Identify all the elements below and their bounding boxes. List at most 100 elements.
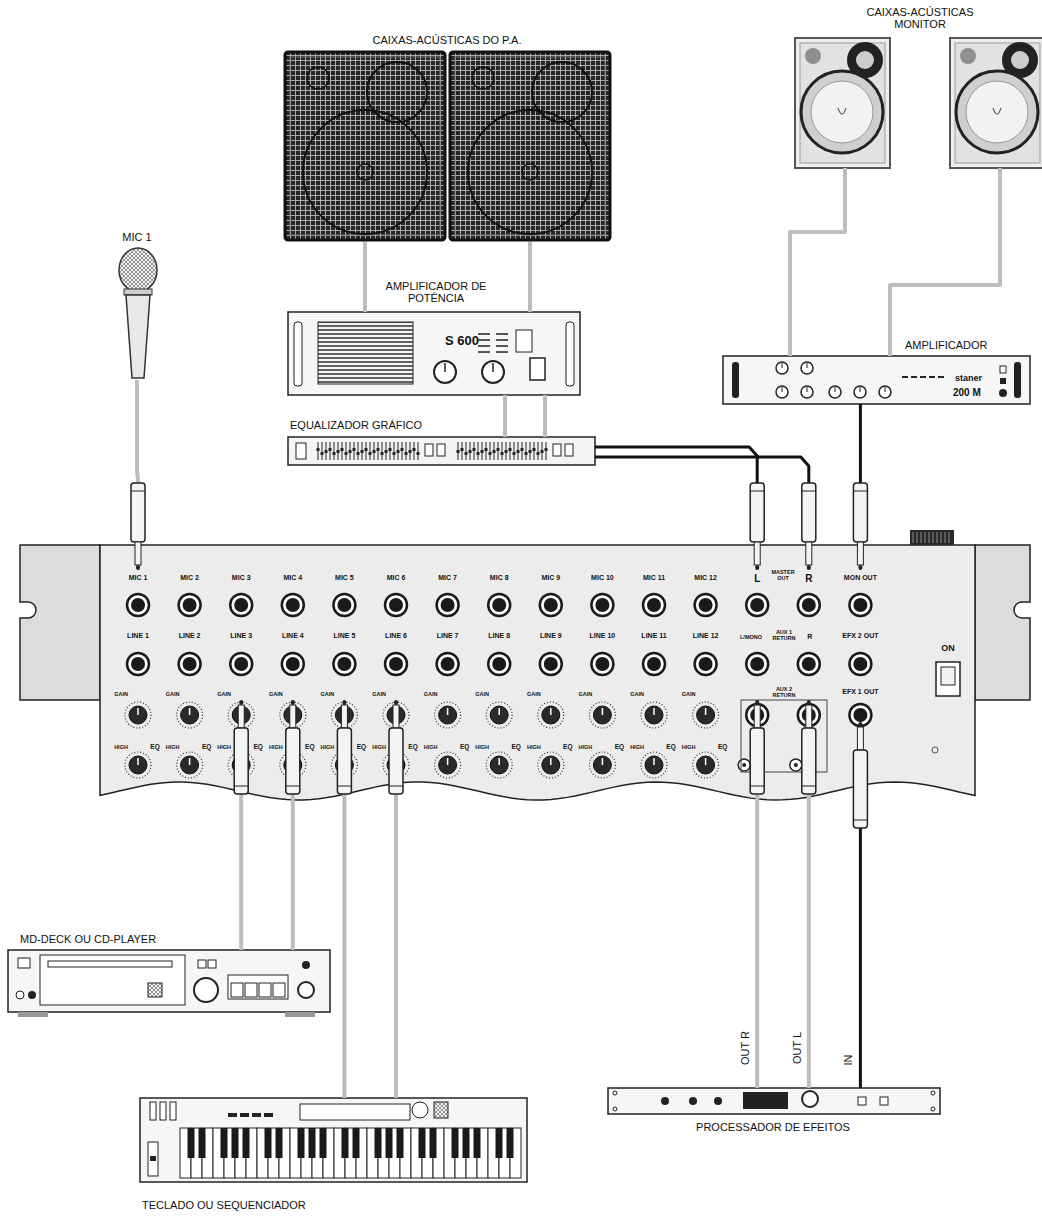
jack-label: MIC 11 (643, 574, 665, 582)
jack-label: EQ (202, 743, 211, 750)
button (208, 960, 216, 968)
jack (746, 653, 768, 675)
jack-hole (492, 598, 506, 612)
monitor-cabinet (795, 38, 890, 168)
plug-ring (853, 820, 867, 821)
knob-ridge (925, 532, 926, 543)
jack-hole (234, 657, 248, 671)
knob-pointer (860, 387, 861, 392)
foot (18, 1012, 48, 1017)
knob-ridge (921, 532, 922, 543)
jack (282, 653, 304, 675)
jack-label: AUX 1 RETURN (772, 630, 796, 642)
plug-tip (755, 565, 759, 570)
amp-knob (829, 386, 841, 398)
audio-cable (528, 242, 532, 312)
rack-handle (566, 322, 574, 386)
jack-label: R (805, 573, 812, 585)
display (743, 1092, 788, 1109)
cabinet-bevel (455, 57, 605, 235)
jack-hole (234, 598, 248, 612)
slider-knob (385, 450, 388, 453)
knob-pointer (782, 363, 783, 368)
plug-sleeve (754, 705, 760, 728)
jack (591, 594, 613, 616)
knob-pointer (447, 708, 449, 715)
knob-scale (177, 752, 203, 778)
slider-track (334, 442, 335, 460)
button (240, 1113, 249, 1117)
jack-hole (286, 598, 300, 612)
jack-label: MASTER OUT (770, 570, 796, 582)
cabinet-front (955, 43, 1040, 163)
knob-pointer (602, 708, 604, 715)
slider-knob (377, 448, 380, 451)
slider-track (462, 442, 463, 460)
jack-label: LINE 7 (437, 632, 459, 640)
led-bar (929, 376, 935, 378)
plug-sleeve (754, 542, 760, 565)
jack-hole (183, 657, 197, 671)
power-button (296, 443, 306, 459)
jack-label: HIGH (630, 744, 644, 750)
jack-label: HIGH (372, 744, 386, 750)
knob-ridge (913, 532, 914, 543)
knob-pointer (705, 708, 707, 715)
led-bar (496, 333, 508, 335)
processor-knob (689, 1097, 697, 1105)
jack-label: MIC 7 (438, 574, 457, 582)
knob-pointer (498, 758, 500, 765)
device: MIC 1 (118, 248, 158, 380)
slider-track (470, 442, 471, 460)
black-key (199, 1128, 206, 1158)
knob-pointer (137, 758, 139, 765)
slider-track (490, 442, 491, 460)
led-bar (911, 376, 917, 378)
jack (746, 594, 768, 616)
audio-cable (239, 790, 243, 950)
cd-player-body (8, 950, 330, 1012)
port (472, 67, 494, 89)
knob-ridge (945, 532, 946, 543)
slider-knob (481, 450, 484, 453)
slider-knob (345, 452, 348, 455)
slider-track (346, 442, 347, 460)
mixer-panel (100, 545, 975, 800)
jack (695, 594, 717, 616)
device: CAIXAS-ACÚSTICAS MONITOR (795, 38, 1042, 168)
audio-cable (859, 790, 862, 1088)
black-key (276, 1128, 283, 1158)
knob-scale (435, 752, 461, 778)
slider-knob (501, 452, 504, 455)
plug-sleeve (238, 705, 244, 728)
knob (129, 756, 147, 774)
rack-handle (294, 322, 302, 386)
rack-screw (613, 1091, 617, 1095)
jack-label: GAIN (424, 691, 438, 697)
plug-tip (136, 565, 140, 570)
power-amp-body (288, 312, 580, 395)
jack-label: LINE 4 (282, 632, 304, 640)
plug-sleeve (393, 705, 399, 728)
black-key (221, 1128, 228, 1158)
jack-hole (183, 598, 197, 612)
jack-label: MIC 8 (490, 574, 509, 582)
logo-plate (516, 330, 532, 352)
button (880, 1097, 888, 1105)
woofer (801, 71, 883, 153)
jack (849, 653, 871, 675)
black-key (397, 1128, 404, 1158)
rack-handle (1014, 362, 1021, 398)
display (148, 983, 162, 997)
jack-label: LINE 5 (333, 632, 355, 640)
slider-knob (357, 452, 360, 455)
rack-ear (20, 545, 100, 700)
jack (230, 653, 252, 675)
slider-track (362, 442, 363, 460)
jack-label: EQ (305, 743, 314, 750)
jack-label: MIC 3 (232, 574, 251, 582)
slider-track (534, 442, 535, 460)
